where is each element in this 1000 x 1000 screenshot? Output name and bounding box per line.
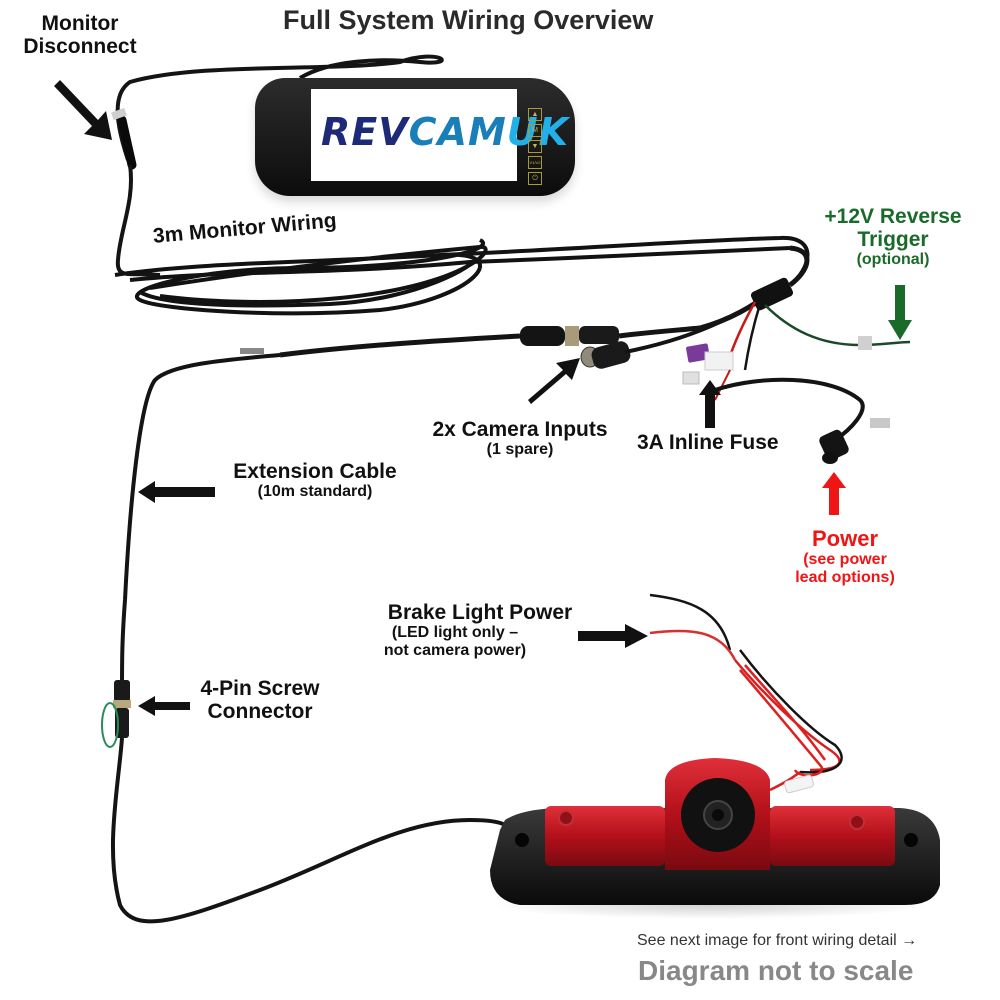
- diagram-title: Full System Wiring Overview: [283, 5, 654, 35]
- dc-power-jack: [819, 429, 849, 464]
- monitor-screen: REVCAMUK: [311, 89, 568, 181]
- label-screw-connector: 4-Pin Screw Connector: [200, 677, 320, 724]
- brand-logo: REVCAMUK: [321, 110, 570, 154]
- coiled-monitor-cable: [114, 235, 810, 316]
- monitor-power-button[interactable]: ⏻: [528, 172, 542, 185]
- monitor-up-button[interactable]: ▲: [528, 108, 542, 121]
- monitor-menu-button[interactable]: M: [528, 124, 542, 137]
- arrow-power: [822, 472, 846, 515]
- arrow-monitor-disconnect: [54, 80, 112, 140]
- arrow-extension-cable: [138, 481, 215, 503]
- power-lead: [714, 377, 865, 442]
- brake-light-plug: [784, 774, 814, 794]
- monitor-disconnect-plug: [117, 115, 137, 170]
- harness-splitter: [699, 245, 911, 371]
- disconnect-to-coil-cable: [115, 164, 161, 277]
- four-pin-screw-connector: [101, 680, 131, 748]
- arrows: [54, 80, 912, 716]
- extension-cable: [120, 353, 281, 691]
- extension-cable-tag: [240, 348, 264, 354]
- label-reverse-trigger: +12V Reverse Trigger (optional): [824, 205, 962, 269]
- arrow-inline-fuse: [699, 380, 721, 428]
- arrow-reverse-trigger: [888, 285, 912, 340]
- footer-note: See next image for front wiring detail →: [637, 932, 918, 949]
- footer-disclaimer: Diagram not to scale: [638, 955, 914, 986]
- arrow-brake-light-power: [578, 624, 648, 648]
- camera-input-connectors: [520, 320, 721, 369]
- label-brake-light-power: Brake Light Power (LED light only – not …: [383, 601, 573, 659]
- label-power: Power (see power lead options): [795, 526, 895, 586]
- inline-fuse-holder: [682, 343, 734, 401]
- label-camera-inputs: 2x Camera Inputs (1 spare): [432, 418, 608, 459]
- monitor-source-button[interactable]: V1/V2: [528, 156, 542, 169]
- label-extension-cable: Extension Cable (10m standard): [233, 460, 397, 501]
- mirror-monitor: REVCAMUK ▲ M ▼ V1/V2 ⏻: [255, 78, 575, 196]
- brake-light-wires: [649, 593, 843, 792]
- camera-cable: [110, 737, 507, 924]
- brake-light-camera-unit: [490, 758, 940, 919]
- arrow-camera-inputs: [528, 358, 580, 404]
- monitor-top-cable: [115, 54, 444, 161]
- arrow-screw-connector: [138, 696, 190, 716]
- label-inline-fuse: 3A Inline Fuse: [637, 431, 779, 454]
- monitor-down-button[interactable]: ▼: [528, 140, 542, 153]
- monitor-button-column: ▲ M ▼ V1/V2 ⏻: [528, 108, 542, 185]
- monitor-disconnect-tag: [111, 107, 127, 121]
- label-monitor-disconnect: Monitor Disconnect: [23, 12, 137, 59]
- harness-cable: [279, 333, 521, 358]
